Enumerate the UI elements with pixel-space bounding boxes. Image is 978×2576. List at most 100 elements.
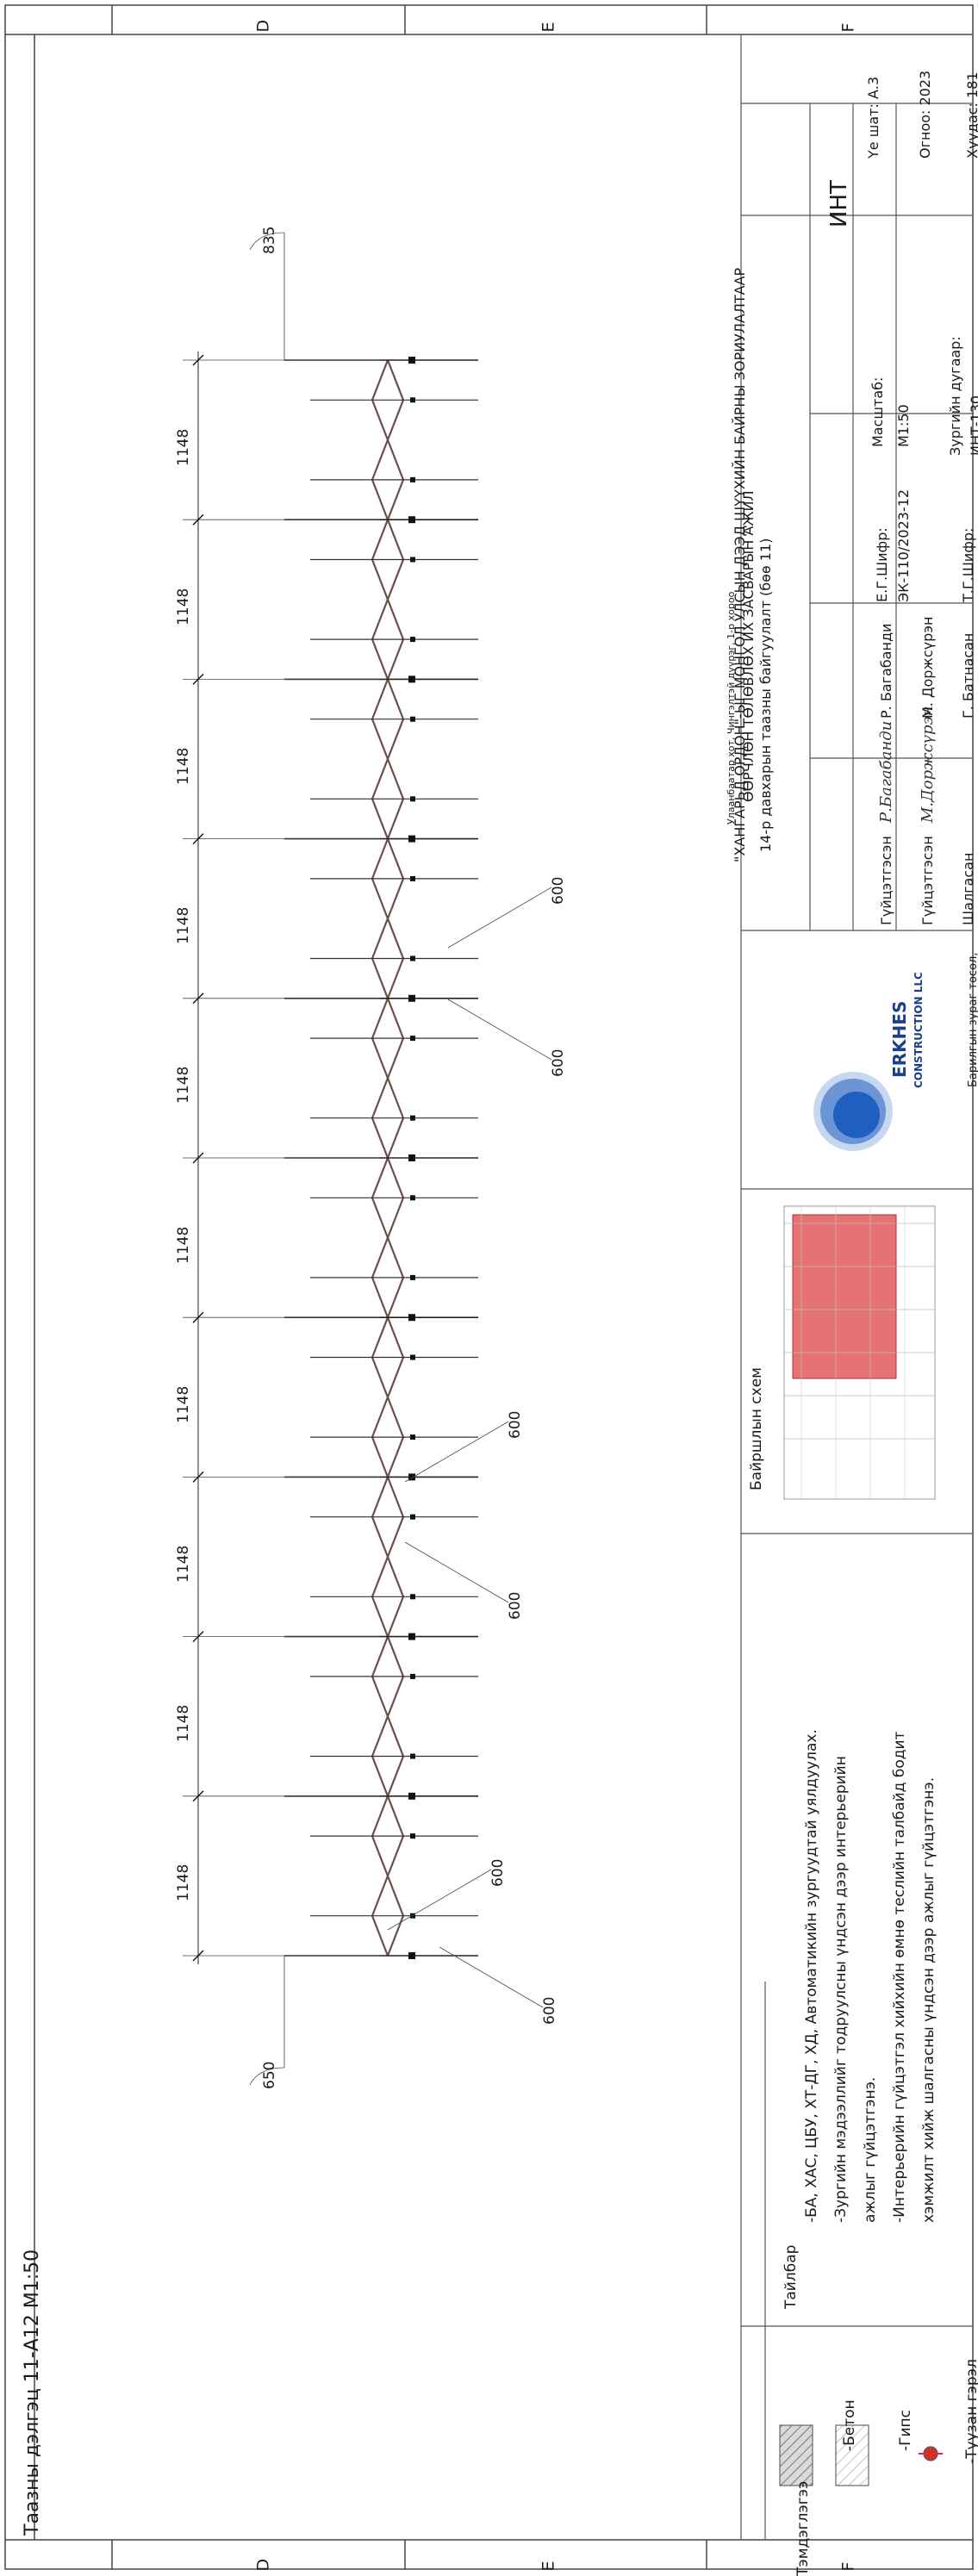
diag-dimension-line: [447, 999, 552, 1061]
hanger-node: [408, 994, 415, 1002]
hanger-node: [408, 1154, 415, 1161]
sheet-number-label: Зургийн дугаар:: [947, 336, 963, 456]
sig-role-1: Гүйцэтгэсэн: [878, 836, 894, 925]
hanger-node: [408, 1314, 415, 1322]
hatch-light-icon: [835, 2424, 869, 2486]
diag-dimension-line: [387, 1869, 492, 1931]
grid-label-d-bottom: D: [253, 2558, 273, 2572]
dimension-lines: [183, 232, 552, 2086]
hanger-node: [408, 1473, 415, 1481]
hanger-node: [408, 1633, 415, 1640]
sheet-title: Таазны дэлгэц 11-А12 М1:50: [22, 2249, 43, 2536]
dimension-label-span: 1148: [175, 1067, 192, 1104]
location-plan-caption: Байршлын схем: [748, 1367, 765, 1490]
diag-dimension-line: [439, 1946, 544, 2008]
hanger-node: [408, 516, 415, 524]
dimension-tick: [192, 992, 204, 1005]
scale-value: М1:50: [895, 404, 912, 447]
dimension-label-span: 1148: [175, 428, 192, 466]
diag-dimension-line: [404, 1421, 509, 1483]
tg-label: Т.Г.Шифр:: [960, 527, 976, 602]
dimension-tick: [192, 1950, 204, 1962]
drawing-name: 14-р давхарын таазны байгуулалт (бөө 11): [757, 538, 774, 852]
hatch-icon: [779, 2424, 813, 2486]
logo-ring-inner: [833, 1092, 880, 1138]
note-line-5: хэмжилт хийж шалгасны үндсэн дээр ажлыг …: [920, 1776, 938, 2223]
hanger-node: [408, 675, 415, 683]
dimension-tick: [192, 1471, 204, 1483]
grid-label-d-top: D: [253, 19, 273, 33]
batten-node: [410, 796, 415, 802]
dimension-label-diag: 600: [541, 1996, 558, 2025]
batten-node: [410, 397, 415, 403]
diag-dimension-line: [404, 1541, 509, 1603]
sig-name-1: Р. Багабанди: [878, 623, 894, 719]
eg-label: Е.Г.Шифр:: [874, 527, 890, 602]
dimension-label-diag: 600: [507, 1591, 524, 1620]
outer-border: [4, 4, 974, 2570]
diag-dimension-line: [447, 887, 552, 949]
batten-node: [410, 1833, 415, 1839]
note-line-1: -БА, ХАС, ЦБУ, ХТ-ДГ, ХД, Автоматикийн з…: [803, 1729, 820, 2223]
pages: Хуудас: 181: [964, 72, 978, 159]
dimension-label-span: 1148: [175, 1385, 192, 1423]
grid-label-f-bottom: F: [838, 2561, 858, 2572]
dimension-label-end-left: 650: [261, 2061, 278, 2089]
dimension-tick: [192, 513, 204, 526]
batten-node: [410, 1036, 415, 1042]
dimension-label-span: 1148: [175, 906, 192, 945]
sig-mark-2: М.Доржсүрэн: [919, 706, 937, 823]
dimension-label-diag: 600: [489, 1858, 507, 1887]
dimension-label-diag: 600: [507, 1410, 524, 1439]
legend-gypsum-label: -Гипс: [897, 2409, 914, 2451]
grid-label-f-top: F: [838, 22, 858, 33]
note-line-2: -Зургийн мэдээллийг тодруулсны үндсэн дэ…: [832, 1756, 850, 2223]
stage: Үе шат: А.3: [865, 76, 881, 159]
batten-node: [410, 875, 415, 881]
dimension-label-diag: 600: [550, 1048, 567, 1077]
dimension-label-end-left-arc: [249, 2067, 285, 2086]
batten-node: [410, 1753, 415, 1759]
sig-role-3: Шалгасан: [960, 852, 976, 925]
batten-node: [410, 637, 415, 643]
legend-light-label: -Туузан гэрэл: [963, 2359, 978, 2464]
dimension-tick: [192, 833, 204, 845]
hanger-node: [408, 357, 415, 364]
hanger-node: [408, 835, 415, 843]
sig-name-2: М. Доржсүрэн: [919, 616, 936, 719]
company-footer: Барилгын зураг төсөл,: [967, 952, 978, 1087]
dimension-label-span: 1148: [175, 747, 192, 785]
batten-node: [410, 716, 415, 722]
legend-concrete-label: -Бетон: [841, 2399, 858, 2451]
note-line-4: -Интерьерийн гүйцэтгэл хийхийн өмнө тесл…: [891, 1731, 908, 2223]
dimension-tick: [192, 1152, 204, 1164]
company-sub: CONSTRUCTION LLC: [913, 972, 925, 1088]
eg-value: ЭК-110/2023-12: [895, 488, 912, 602]
dimension-tick: [192, 1311, 204, 1323]
notes-header: Тайлбар: [782, 2244, 800, 2309]
batten-node: [410, 1274, 415, 1280]
dimension-label-span: 1148: [175, 1864, 192, 1902]
batten-node: [410, 557, 415, 563]
legend-header: Тэмдэглэгээ: [794, 2480, 812, 2576]
note-line-3: ажлыг гүйцэтгэнэ.: [862, 2076, 879, 2223]
batten-node: [410, 955, 415, 961]
dimension-tick: [192, 673, 204, 685]
project-code: ИНТ: [826, 180, 852, 227]
batten-node: [410, 1673, 415, 1679]
batten-node: [410, 1195, 415, 1201]
dimension-label-span: 1148: [175, 1226, 192, 1264]
sheet-number-value: ИНТ-130: [968, 395, 978, 456]
batten-node: [410, 1115, 415, 1121]
sig-name-3: Г. Батнасан: [960, 632, 976, 719]
date: Огноо: 2023: [917, 70, 933, 159]
mini-plan-highlight: [792, 1214, 897, 1379]
dimension-label-end-right: 835: [261, 226, 278, 254]
hanger-node: [408, 1952, 415, 1959]
dimension-label-span: 1148: [175, 1704, 192, 1743]
batten-node: [410, 1594, 415, 1600]
batten-node: [410, 1434, 415, 1440]
dimension-tick: [192, 1790, 204, 1802]
